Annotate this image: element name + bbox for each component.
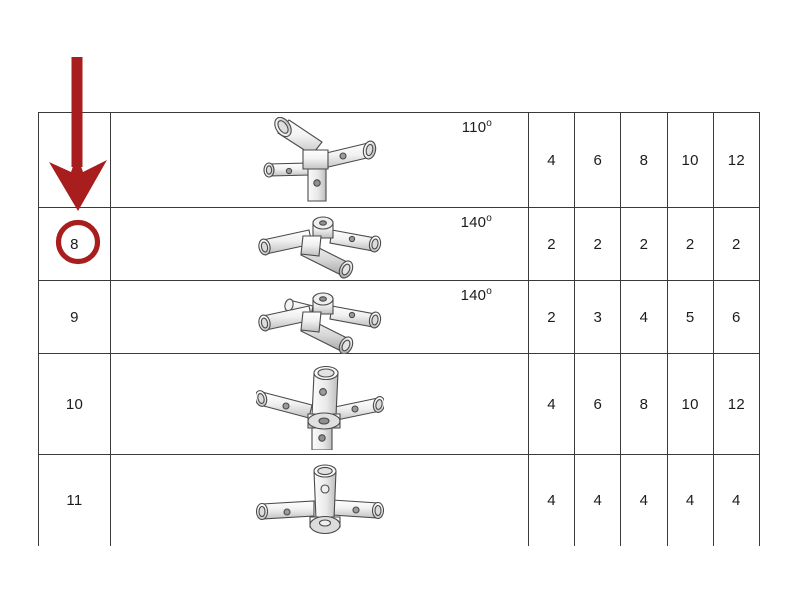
row-id-cell: 9 — [38, 280, 111, 354]
angle-label: 140o — [460, 213, 492, 232]
value-cell: 10 — [666, 353, 714, 455]
four-way-cross-fitting-icon — [255, 365, 384, 450]
row-figure-cell: 140o — [110, 280, 529, 355]
row-figure-cell: 110o — [110, 112, 529, 208]
angle-label: 110o — [461, 118, 492, 137]
table-row[interactable]: 110o — [38, 112, 760, 208]
value-cell: 4 — [527, 454, 576, 546]
value-cell: 4 — [666, 454, 714, 546]
three-way-angled-y-fitting-icon — [257, 216, 381, 279]
value-cell: 4 — [620, 280, 668, 354]
value-cell: 6 — [574, 353, 622, 455]
angle-label: 140o — [460, 286, 492, 305]
value-cell: 6 — [712, 280, 760, 354]
value-cell: 2 — [620, 207, 668, 281]
degree-symbol: o — [486, 286, 492, 297]
value-cell: 2 — [666, 207, 714, 281]
value-cell: 4 — [574, 454, 622, 546]
value-cell: 5 — [666, 280, 714, 354]
value-cell: 4 — [620, 454, 668, 546]
row-figure-cell: 140o — [110, 207, 529, 281]
degree-symbol: o — [486, 118, 492, 129]
row-id-cell-8: 8 — [38, 207, 111, 281]
value-cell: 4 — [527, 112, 576, 208]
value-cell: 12 — [712, 353, 760, 455]
value-cell: 4 — [712, 454, 760, 546]
value-cell: 8 — [620, 353, 668, 455]
value-cell: 12 — [712, 112, 760, 208]
row-id-cell — [38, 112, 111, 208]
row-id-cell: 11 — [38, 454, 111, 546]
table-row[interactable]: 9 140o — [38, 280, 760, 355]
value-cell: 2 — [527, 207, 576, 281]
value-cell: 2 — [574, 207, 622, 281]
fitting-spec-table: 110o — [38, 112, 760, 546]
value-cell: 8 — [620, 112, 668, 208]
row-id-cell: 10 — [38, 353, 111, 455]
row-id-label: 8 — [70, 235, 79, 253]
value-cell: 2 — [527, 280, 576, 354]
value-cell: 10 — [666, 112, 714, 208]
four-way-angled-y-fitting-icon — [257, 292, 381, 355]
row-figure-cell — [110, 454, 529, 546]
row-figure-cell — [110, 353, 529, 455]
value-cell: 6 — [574, 112, 622, 208]
three-way-tee-fitting-icon — [255, 464, 384, 535]
table-row[interactable]: 11 — [38, 454, 760, 546]
degree-symbol: o — [486, 213, 492, 224]
value-cell: 4 — [527, 353, 576, 455]
value-cell: 3 — [574, 280, 622, 354]
value-cell: 2 — [712, 207, 760, 281]
table-row[interactable]: 10 — [38, 353, 760, 455]
three-way-corner-fitting-icon — [262, 117, 376, 202]
table-row[interactable]: 8 140o — [38, 207, 760, 281]
